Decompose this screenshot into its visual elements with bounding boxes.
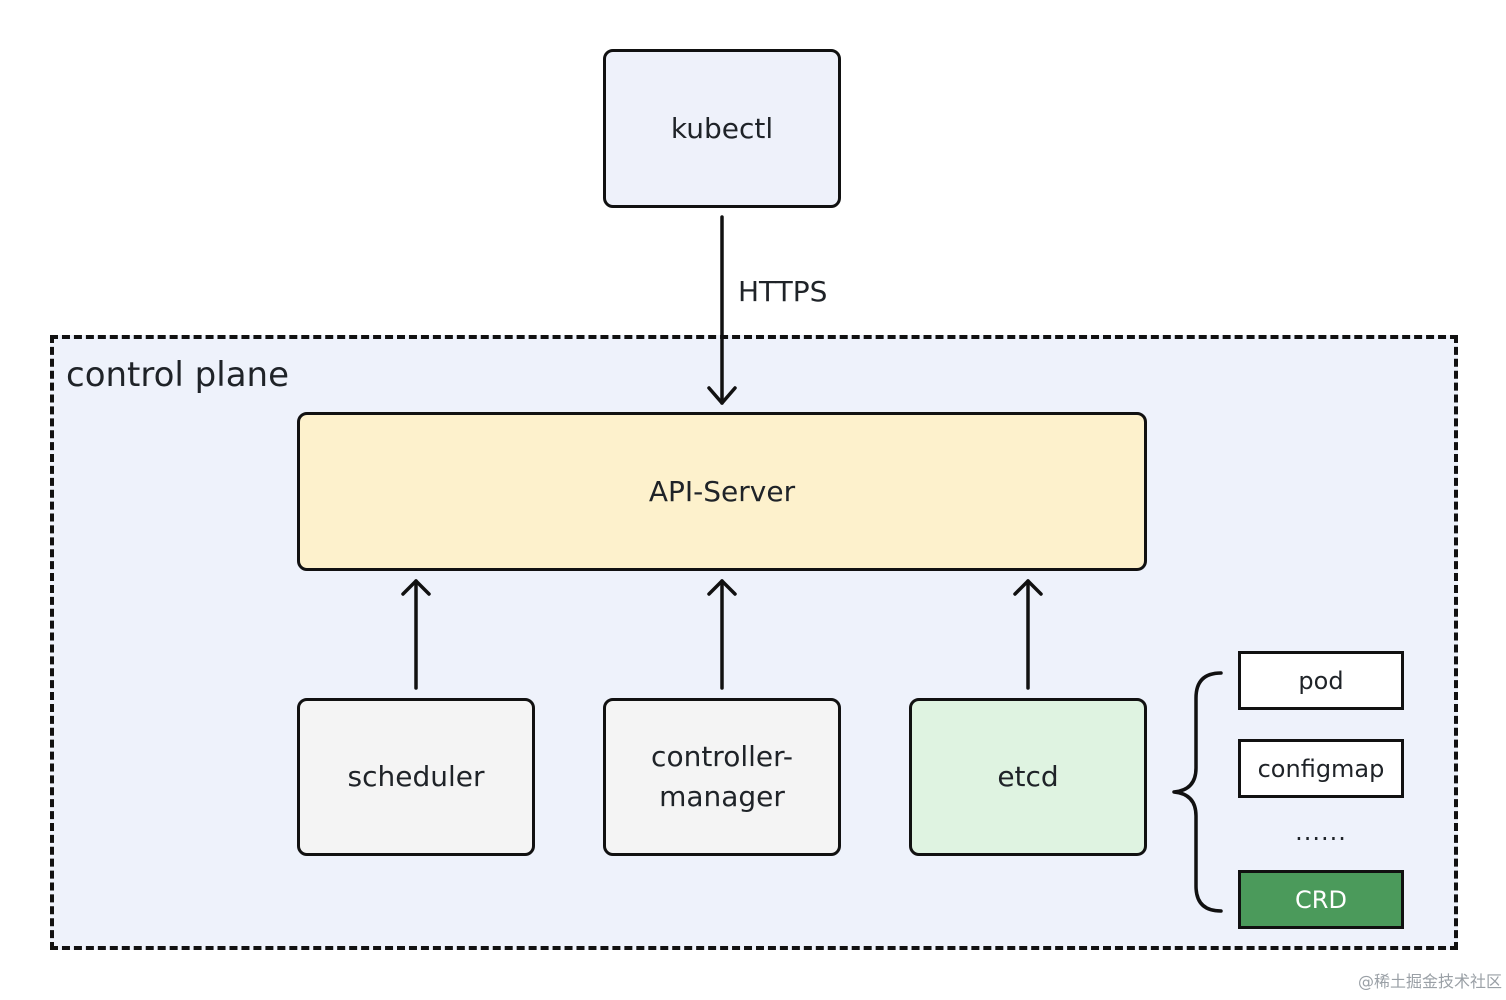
scheduler-label: scheduler <box>347 760 485 793</box>
controller-to-api-arrow <box>707 579 737 690</box>
pod-resource: pod <box>1238 651 1404 710</box>
https-edge-label: HTTPS <box>738 275 828 308</box>
configmap-resource: configmap <box>1238 739 1404 798</box>
scheduler-to-api-arrow <box>401 579 431 690</box>
etcd-to-api-arrow <box>1013 579 1043 690</box>
etcd-node: etcd <box>909 698 1147 856</box>
etcd-label: etcd <box>997 760 1059 793</box>
api-server-label: API-Server <box>648 474 796 508</box>
resource-brace <box>1172 671 1223 913</box>
scheduler-node: scheduler <box>297 698 535 856</box>
kubectl-label: kubectl <box>670 111 774 145</box>
controller-manager-node: controller- manager <box>603 698 841 856</box>
watermark-text: @稀土掘金技术社区 <box>1357 972 1502 991</box>
controller-manager-label-line1: controller- <box>651 740 793 773</box>
control-plane-label: control plane <box>66 355 289 395</box>
crd-resource: CRD <box>1238 870 1404 929</box>
kubectl-node: kubectl <box>603 49 841 208</box>
api-server-node: API-Server <box>297 412 1147 571</box>
resource-ellipsis: ...... <box>1295 818 1347 846</box>
kubectl-to-api-arrow <box>707 215 737 405</box>
controller-manager-label-line2: manager <box>659 780 785 813</box>
crd-label: CRD <box>1295 885 1347 914</box>
pod-label: pod <box>1298 666 1344 695</box>
configmap-label: configmap <box>1257 754 1385 783</box>
